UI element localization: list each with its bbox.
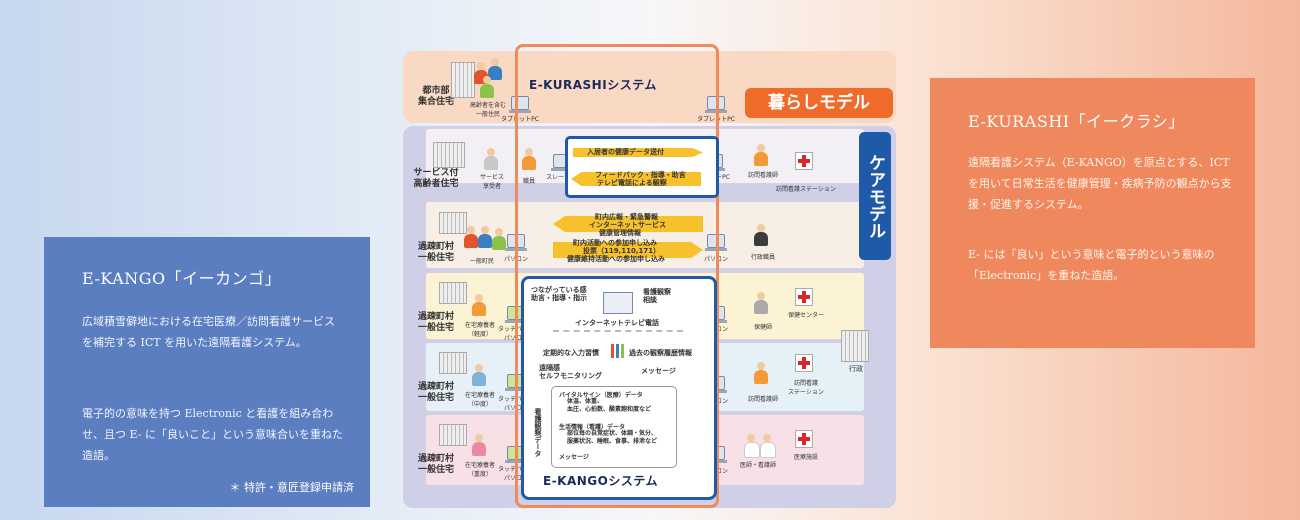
e-kurashi-system-label: E-KURASHIシステム <box>529 78 657 92</box>
arrow-right-icon <box>553 242 703 258</box>
doctor-icon <box>743 434 760 458</box>
tv-phone-screen-icon <box>603 292 633 314</box>
townsperson-label: 一般町民 <box>469 258 494 265</box>
arrow-label: インターネットサービス <box>589 221 666 229</box>
slate-pc-label: スレートPC <box>546 174 578 181</box>
visiting-nurse-icon <box>753 362 769 384</box>
arrow-label: 町内活動への参加申し込み <box>573 239 657 247</box>
e-kango-description: 広域積雪僻地における在宅医療／訪問看護サービスを補完する ICT を用いた遠隔看… <box>82 315 335 349</box>
arrow-label: テレビ電話による観察 <box>597 179 667 187</box>
public-health-nurse-label: 保健師 <box>753 324 772 331</box>
periodic-text: 定期的な入力習慣 <box>543 349 599 357</box>
townsperson-icon <box>491 228 507 250</box>
nurse-icon <box>759 434 776 458</box>
row-label-service: サービス付 高齢者住宅 <box>413 168 459 189</box>
e-kurashi-panel: E-KURASHI「イークラシ」 遠隔看護システム（E-KANGO）を原点とする… <box>930 78 1255 348</box>
arrow-left-icon <box>553 216 703 232</box>
hospital-cross-icon <box>795 430 813 448</box>
kurashi-model-badge: 暮らしモデル <box>745 88 893 118</box>
observation-data-side-label: 看護観察データ <box>534 408 542 457</box>
e-kango-title: E-KANGO「イーカンゴ」 <box>82 269 282 288</box>
severe-patient-label: 在宅療養者 （重度） <box>464 462 495 478</box>
medical-staff-label: 医師・看護師 <box>739 462 776 469</box>
row-label-severe: 過疎町村 一般住宅 <box>417 454 454 475</box>
dashed-divider <box>553 330 683 332</box>
history-text: 過去の観察履歴情報 <box>629 349 692 357</box>
moderate-patient-icon <box>471 364 487 386</box>
arrow-label: 町内広報・緊急警報 <box>595 213 658 221</box>
moderate-patient-label: 在宅療養者 （中度） <box>464 392 495 408</box>
arrow-left-icon <box>571 172 701 186</box>
staff-label: 職員 <box>522 178 535 185</box>
connect-text: つながっている感 助言・指導・指示 <box>531 286 587 302</box>
house-icon <box>439 352 467 374</box>
resident-person-icon <box>487 58 503 80</box>
government-building-icon <box>841 330 869 362</box>
visiting-nurse-label: 訪問看護師 <box>747 172 778 179</box>
house-icon <box>439 282 467 304</box>
visiting-nurse-label: 訪問看護師 <box>747 396 778 403</box>
townsperson-icon <box>477 226 493 248</box>
resident-person-icon <box>479 76 495 98</box>
service-housing-building-icon <box>433 142 465 168</box>
tv-phone-text: インターネットテレビ電話 <box>575 319 659 327</box>
arrow-label: 健康維持活動への参加申し込み <box>567 255 665 263</box>
visiting-nurse-icon <box>753 144 769 166</box>
chart-icon <box>611 344 625 358</box>
life-data-title: 生活情報（看護）データ <box>559 424 626 431</box>
elderly-person-icon <box>483 148 499 170</box>
mild-patient-label: 在宅療養者 （軽度） <box>464 322 495 338</box>
gov-label: 行政 <box>849 365 863 373</box>
message-text: メッセージ <box>641 367 676 375</box>
apartment-building-icon <box>451 62 475 98</box>
health-center-icon <box>795 288 813 306</box>
e-kurashi-description: 遠隔看護システム（E-KANGO）を原点とする、ICT を用いて日常生活を健康管… <box>968 156 1232 211</box>
e-kango-panel: E-KANGO「イーカンゴ」 広域積雪僻地における在宅医療／訪問看護サービスを補… <box>44 237 370 507</box>
vital-data-body: 体温、体重、 血圧、心拍数、酸素飽和度など <box>567 398 652 413</box>
e-kurashi-frame <box>515 44 719 508</box>
hospital-cross-icon <box>795 354 813 372</box>
vital-data-title: バイタルサイン（医療）データ <box>559 392 643 399</box>
service-recipient-label: サービス 享受者 <box>479 174 504 190</box>
nurse-station-label: 訪問看護 ステーション <box>788 380 824 396</box>
observe-text: 看護観察 相談 <box>643 288 671 304</box>
row-label-general: 過疎町村 一般住宅 <box>417 242 454 263</box>
e-kurashi-title: E-KURASHI「イークラシ」 <box>968 112 1185 131</box>
medical-facility-label: 医療施設 <box>793 454 818 461</box>
hospital-cross-icon <box>795 152 813 170</box>
care-model-badge: ケアモデル <box>859 132 891 260</box>
row-label-moderate: 過疎町村 一般住宅 <box>417 382 454 403</box>
mild-patient-icon <box>471 294 487 316</box>
tablet-label: タブレットPC <box>501 116 539 123</box>
house-icon <box>439 424 467 446</box>
townsperson-icon <box>463 226 479 248</box>
nurse-station-label: 訪問看護ステーション <box>776 186 836 193</box>
health-center-label: 保健センター <box>787 312 824 319</box>
row-label-urban: 都市部 集合住宅 <box>417 86 454 107</box>
arrow-label: 健康管理情報 <box>599 229 641 237</box>
pc-label: パソコン <box>703 256 728 263</box>
arrow-right-icon <box>573 148 703 157</box>
e-kango-etymology: 電子的の意味を持つ Electronic と看護を組み合わせ、且つ E- に「良… <box>82 407 343 462</box>
self-monitoring-text: 遠隔感 セルフモニタリング <box>539 364 602 380</box>
government-staff-icon <box>753 224 769 246</box>
patent-note: ＊ 特許・意匠登録申請済 <box>229 481 355 494</box>
row-label-mild: 過疎町村 一般住宅 <box>417 312 454 333</box>
arrow-label: 投票（119,110,171） <box>583 247 661 255</box>
data-details-box <box>551 386 677 468</box>
e-kurashi-etymology: E- には「良い」という意味と電子的という意味の「Electronic」を重ねた… <box>968 248 1215 282</box>
e-kango-system-label: E-KANGOシステム <box>543 474 658 488</box>
urban-resident-label: 高齢者を含む 一般住民 <box>469 102 506 118</box>
severe-patient-icon <box>471 434 487 456</box>
gov-staff-label: 行政職員 <box>750 254 775 261</box>
arrow-label: 入居者の健康データ送付 <box>587 148 664 156</box>
staff-person-icon <box>521 148 537 170</box>
house-icon <box>439 212 467 234</box>
arrow-label: フィードバック・指導・助言 <box>595 171 686 179</box>
public-health-nurse-icon <box>753 292 769 314</box>
message-text: メッセージ <box>559 454 589 461</box>
system-diagram: 都市部 集合住宅 サービス付 高齢者住宅 過疎町村 一般住宅 過疎町村 一般住宅… <box>403 44 898 510</box>
life-data-body: 部位毎の自覚症状、体調・気分、 服薬状況、睡眠、食事、排泄など <box>567 430 658 445</box>
service-housing-exchange-box <box>565 136 719 198</box>
